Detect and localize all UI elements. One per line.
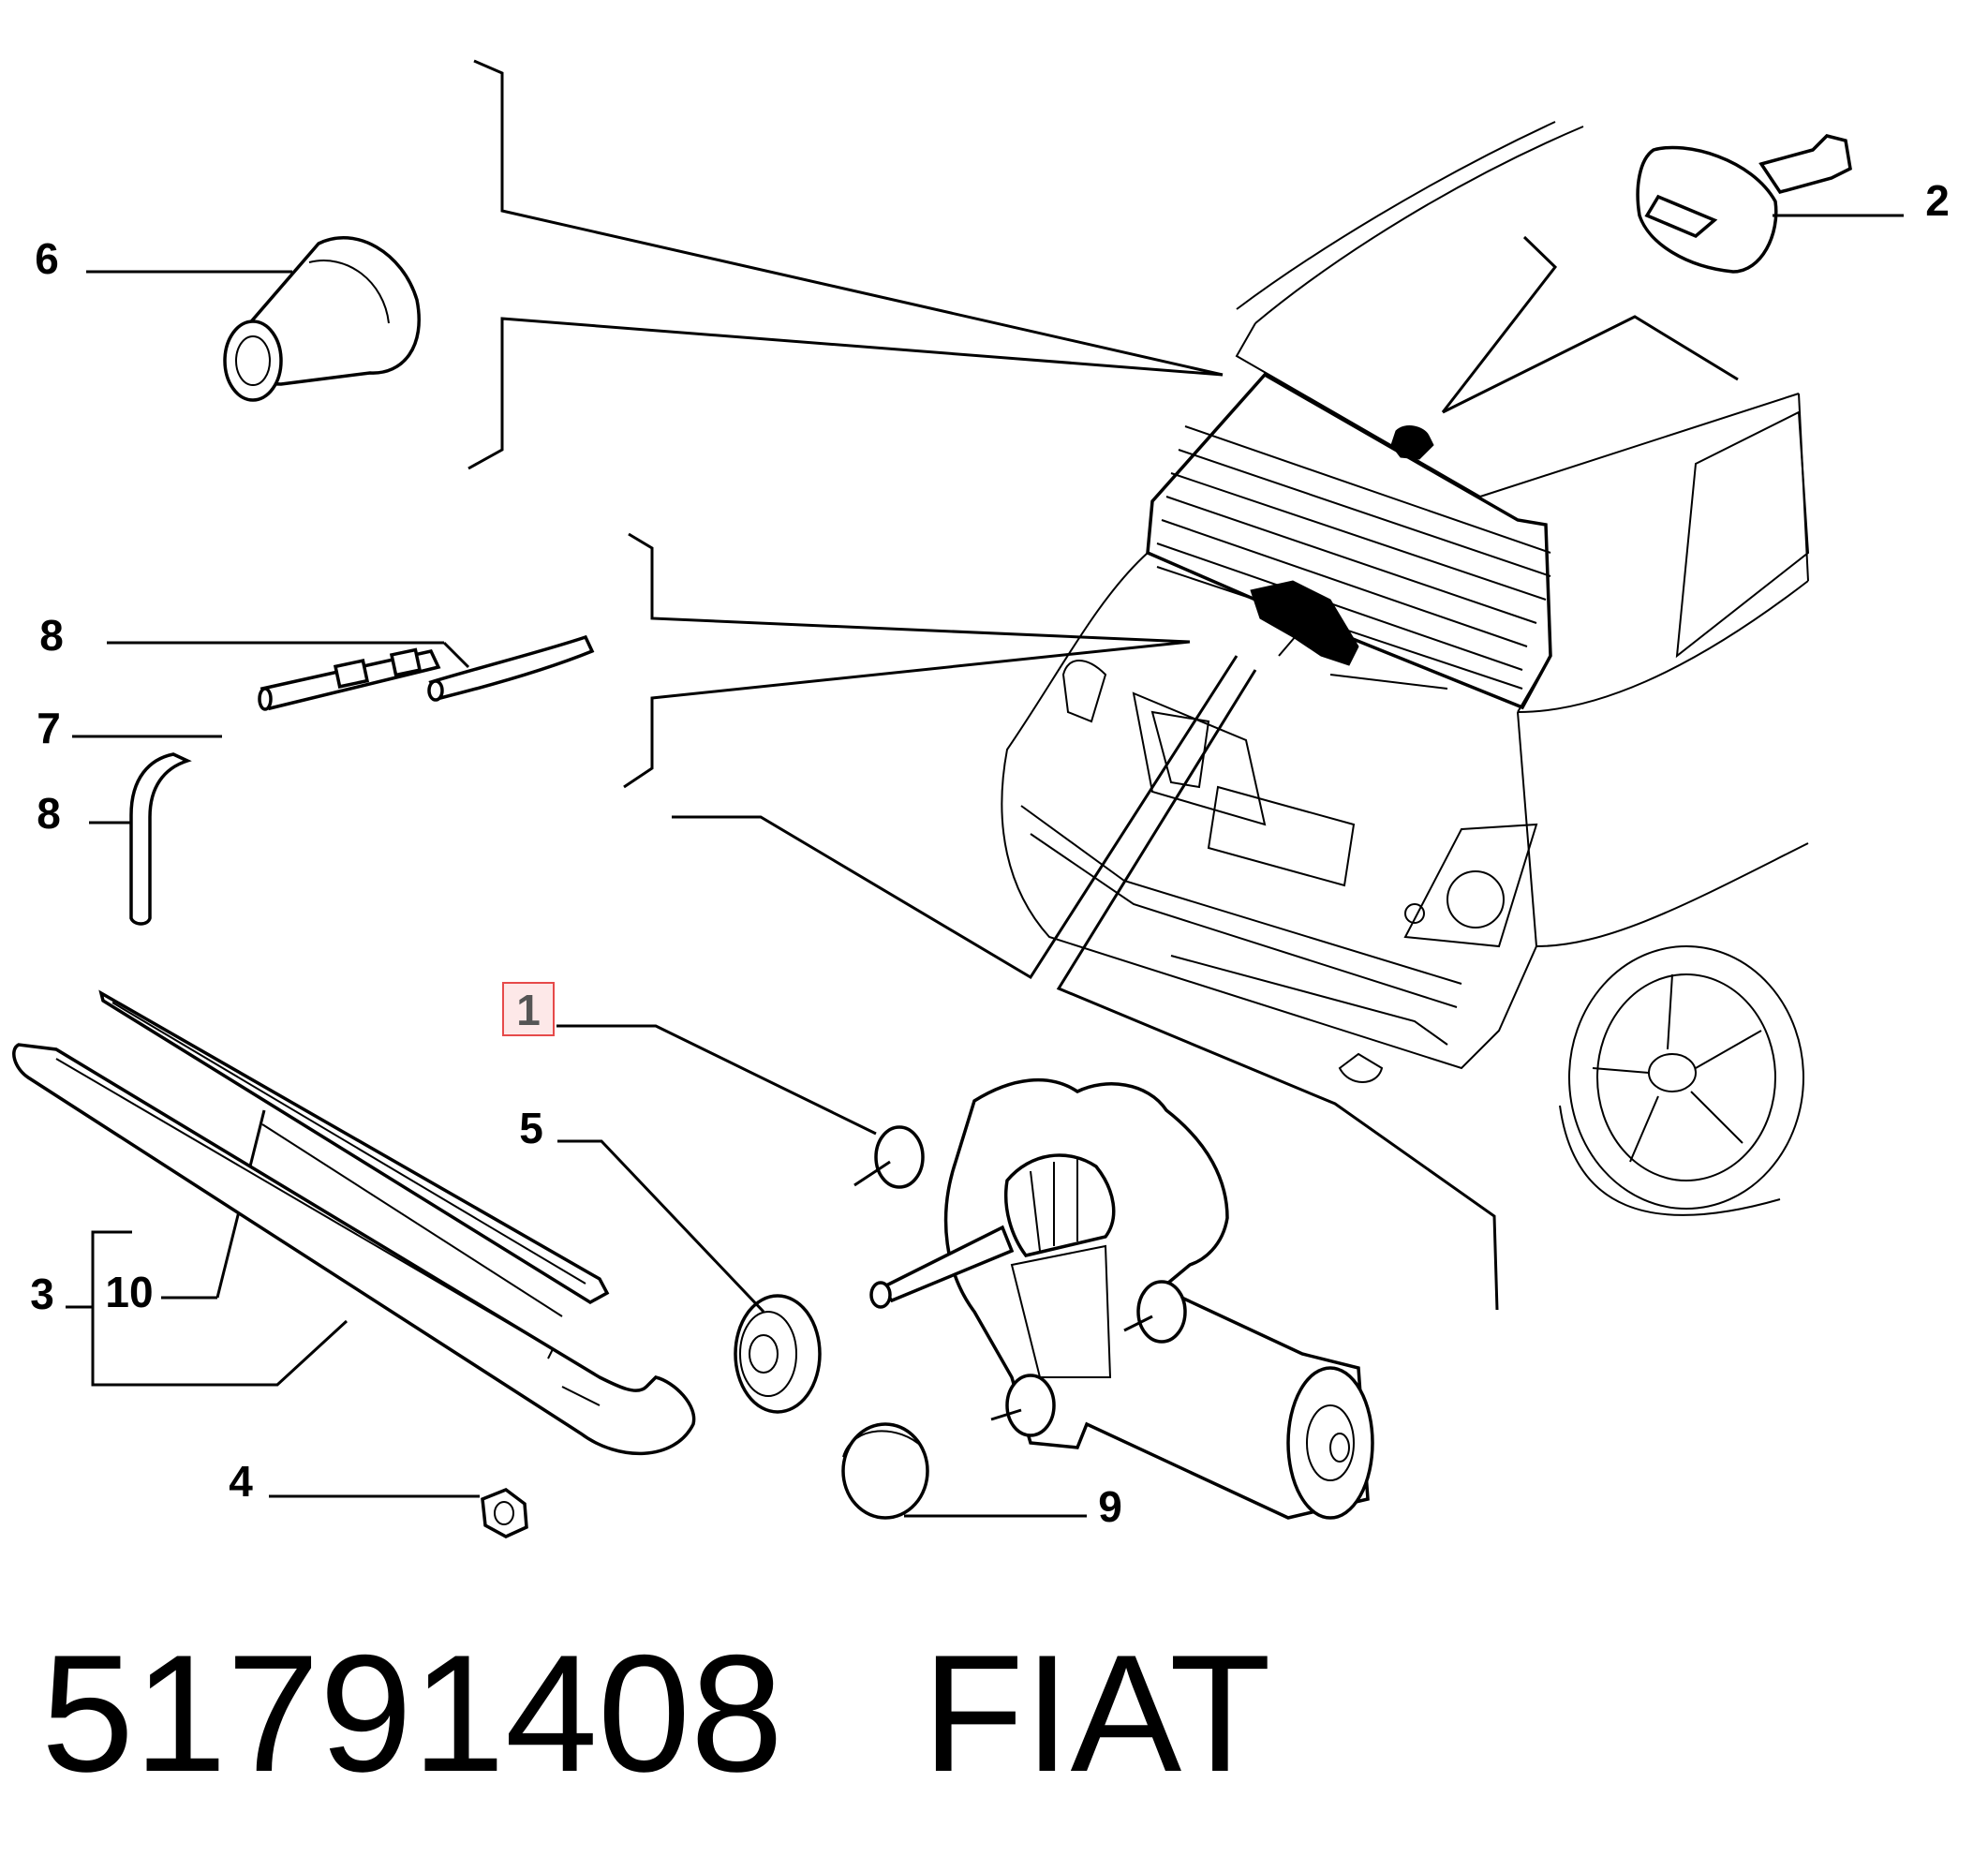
part-5-seal: [557, 1139, 822, 1414]
callout-6[interactable]: 6: [35, 234, 59, 283]
callout-labels: 1 2 3 4 5 6 7 8 8 9 10: [30, 176, 1950, 1531]
callout-10[interactable]: 10: [105, 1268, 153, 1316]
callout-5[interactable]: 5: [519, 1104, 543, 1152]
callout-8b[interactable]: 8: [37, 789, 61, 838]
part-8-connector: [107, 641, 470, 711]
part-6-grommet: [86, 236, 421, 402]
callout-7[interactable]: 7: [37, 704, 61, 752]
callout-3[interactable]: 3: [30, 1270, 54, 1318]
caption-spacer: [783, 1620, 922, 1806]
part-8-hose-straight: [427, 634, 595, 702]
part-number: 51791408: [41, 1620, 783, 1806]
car-rear-illustration: [1001, 121, 1810, 1216]
callout-9[interactable]: 9: [1098, 1482, 1122, 1531]
leader-lines: [467, 59, 1739, 1311]
callout-1-highlight: [502, 982, 555, 1036]
brand-name: FIAT: [922, 1620, 1271, 1806]
callout-4[interactable]: 4: [229, 1457, 253, 1506]
callout-8a[interactable]: 8: [39, 611, 64, 660]
part-4-nut: [269, 1488, 528, 1538]
part-caption: 51791408 FIAT: [41, 1630, 1271, 1797]
part-3-wiper-arm: [12, 1043, 696, 1456]
part-1-wiper-motor: [556, 1024, 1374, 1520]
part-9-cap: [841, 1422, 1087, 1520]
highlighted-parts-on-car: [1250, 425, 1434, 666]
callout-2[interactable]: 2: [1925, 176, 1950, 225]
callout-1[interactable]: 1: [516, 986, 541, 1034]
part-2-nozzle: [1636, 134, 1904, 274]
part-7-hose-curved: [72, 735, 222, 926]
